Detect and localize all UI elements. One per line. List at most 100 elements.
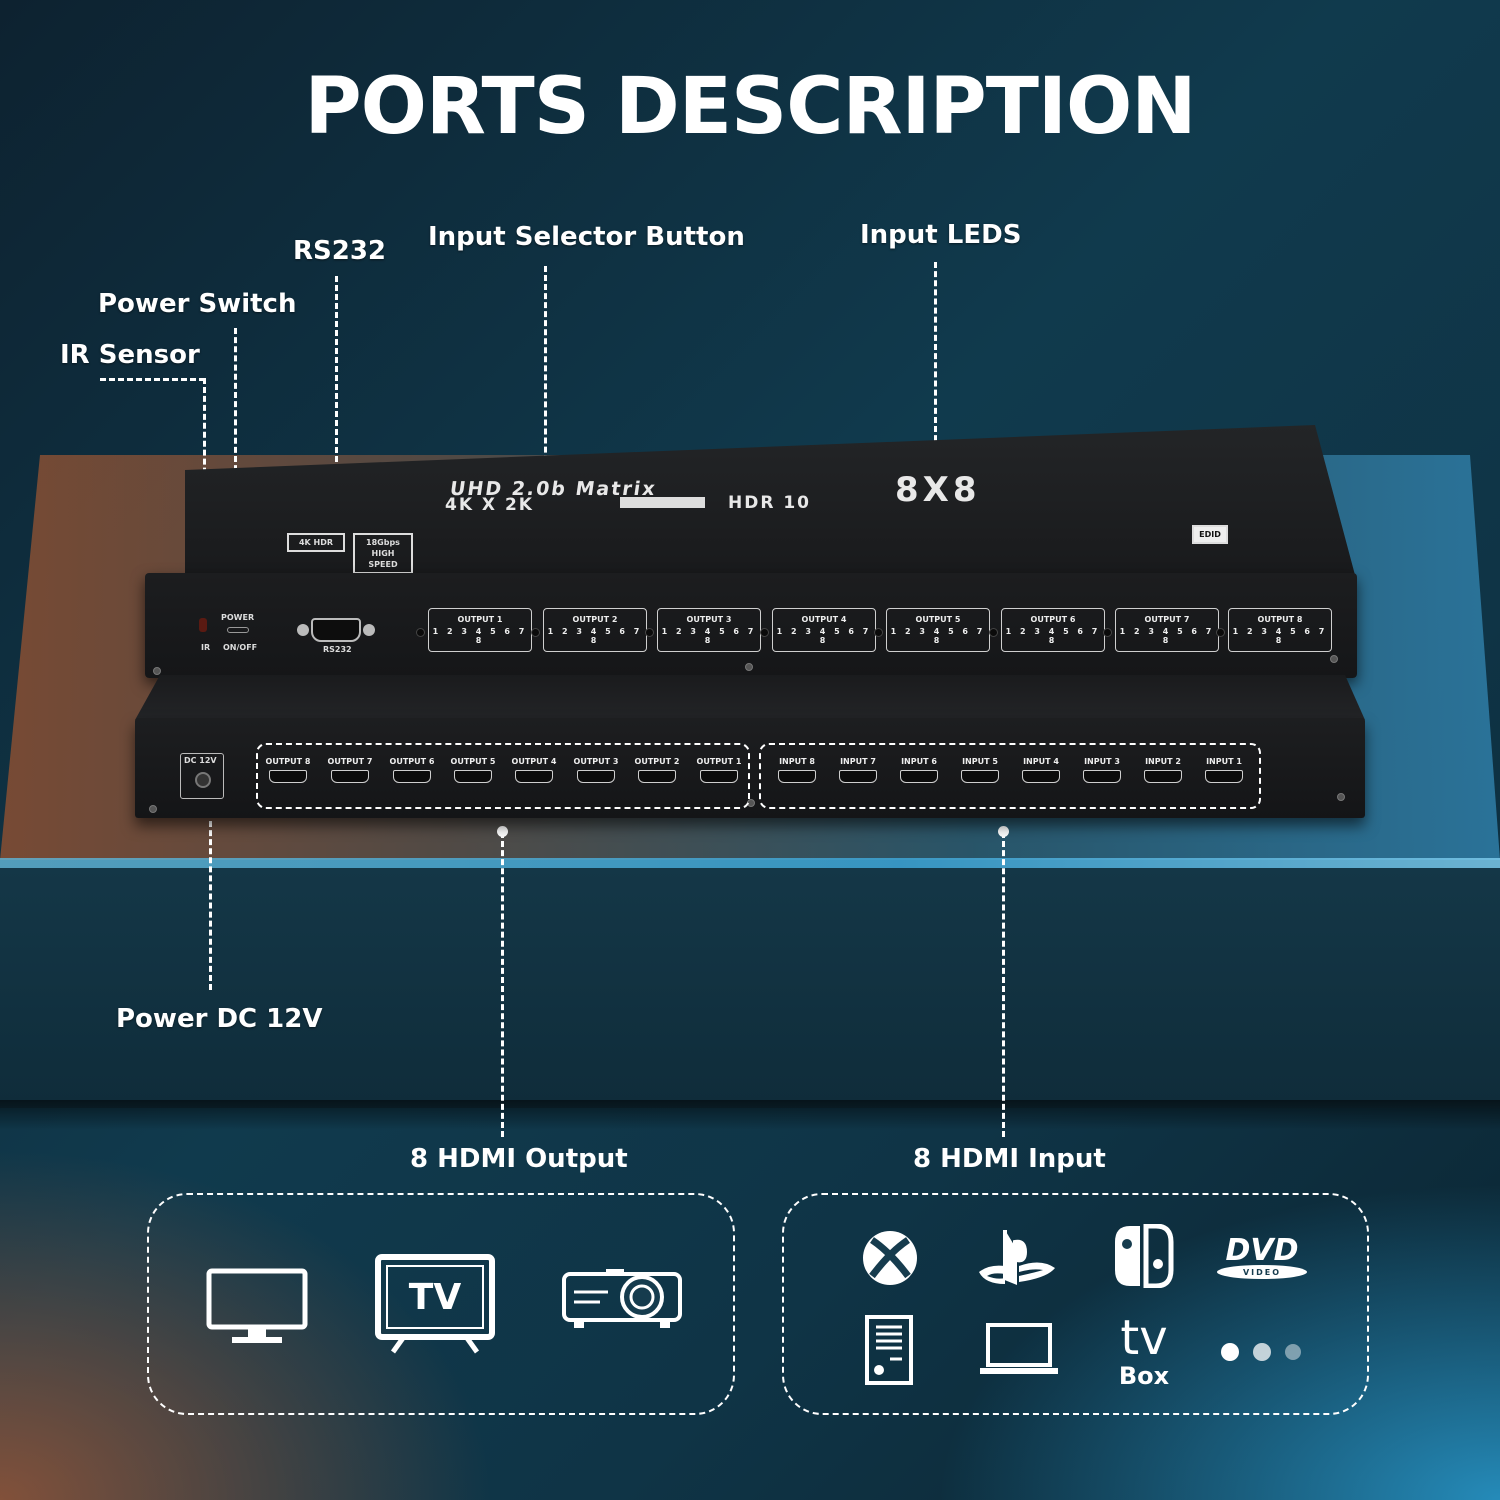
output-led-label: OUTPUT 7 <box>1144 615 1190 624</box>
hdmi-input-port[interactable]: INPUT 3 <box>1074 757 1130 783</box>
input-selector-button[interactable] <box>1103 628 1112 637</box>
hdmi-input-port[interactable]: INPUT 7 <box>830 757 886 783</box>
tv-box-top-text: tv <box>1120 1310 1167 1366</box>
hdmi-output-port[interactable]: OUTPUT 8 <box>260 757 316 783</box>
leader-output-v <box>501 832 504 1137</box>
hdmi-output-port-label: OUTPUT 1 <box>696 757 742 766</box>
page-title: PORTS DESCRIPTION <box>304 62 1196 152</box>
brand-size: 8X8 <box>895 470 981 510</box>
output-led-label: OUTPUT 5 <box>915 615 961 624</box>
leader-leds-v <box>934 262 937 587</box>
hdmi-input-port[interactable]: INPUT 1 <box>1196 757 1252 783</box>
leader-selector-v <box>544 266 547 588</box>
hdmi-output-port-label: OUTPUT 2 <box>634 757 680 766</box>
dvd-icon-text: DVD <box>1225 1233 1298 1268</box>
matrix-switch-rear: DC 12V OUTPUT 8 OUTPUT 7 OUTPUT 6 OUTPUT 5 O… <box>135 675 1365 820</box>
table-edge <box>0 858 1500 868</box>
dvd-icon: DVD VIDEO <box>1217 1233 1307 1279</box>
hdmi-input-port[interactable]: INPUT 4 <box>1013 757 1069 783</box>
hdmi-input-port[interactable]: INPUT 6 <box>891 757 947 783</box>
input-led-numbers: 1 2 3 4 5 6 7 8 <box>1005 627 1101 645</box>
onoff-label: ON/OFF <box>223 643 258 652</box>
hdmi-socket <box>1144 770 1182 783</box>
leader-power-v <box>234 328 237 590</box>
screw <box>149 805 157 813</box>
hdmi-input-port[interactable]: INPUT 2 <box>1135 757 1191 783</box>
input-led-numbers: 1 2 3 4 5 6 7 8 <box>1232 627 1328 645</box>
callout-power-switch: Power Switch <box>98 289 297 319</box>
hdmi-output-port[interactable]: OUTPUT 1 <box>691 757 747 783</box>
leader-output-dot <box>497 826 508 837</box>
ir-label: IR <box>201 643 211 652</box>
table-shadow <box>0 1100 1500 1130</box>
hdmi-output-port-label: OUTPUT 7 <box>327 757 373 766</box>
leader-ir-h <box>100 378 205 381</box>
tv-icon-text: TV <box>409 1277 462 1318</box>
hdmi-output-port-label: OUTPUT 4 <box>511 757 557 766</box>
callout-ir-sensor: IR Sensor <box>60 340 200 370</box>
brand-hdr: HDR 10 <box>728 493 812 513</box>
switch-icon <box>1115 1224 1174 1288</box>
rs232-port[interactable] <box>297 618 375 642</box>
screw <box>745 663 753 671</box>
hdmi-socket <box>515 770 553 783</box>
hdmi-output-port[interactable]: OUTPUT 5 <box>445 757 501 783</box>
hdmi-output-port[interactable]: OUTPUT 6 <box>384 757 440 783</box>
input-selector-button[interactable] <box>989 628 998 637</box>
input-devices-box <box>782 1193 1369 1415</box>
hdmi-socket <box>393 770 431 783</box>
input-selector-button[interactable] <box>645 628 654 637</box>
hdmi-socket <box>331 770 369 783</box>
input-selector-button[interactable] <box>760 628 769 637</box>
power-switch[interactable] <box>227 627 249 633</box>
callout-rs232: RS232 <box>293 236 387 266</box>
hdmi-output-port-label: OUTPUT 6 <box>389 757 435 766</box>
hdmi-input-port[interactable]: INPUT 5 <box>952 757 1008 783</box>
dc-power-port[interactable]: DC 12V <box>180 753 224 799</box>
hdmi-socket <box>839 770 877 783</box>
hdmi-output-port[interactable]: OUTPUT 7 <box>322 757 378 783</box>
hdmi-socket <box>454 770 492 783</box>
power-label: POWER <box>221 613 255 622</box>
dc-label: DC 12V <box>184 756 217 765</box>
hdmi-input-port-label: INPUT 3 <box>1084 757 1120 766</box>
hdmi-output-port[interactable]: OUTPUT 3 <box>568 757 624 783</box>
hdmi-output-port[interactable]: OUTPUT 2 <box>629 757 685 783</box>
hdmi-input-group <box>759 743 1261 809</box>
tv-box-icon: tv Box <box>1119 1310 1170 1390</box>
screw <box>1337 793 1345 801</box>
input-selector-button[interactable] <box>531 628 540 637</box>
leader-rs232-v <box>335 276 338 588</box>
hdmi-socket <box>961 770 999 783</box>
input-led-numbers: 1 2 3 4 5 6 7 8 <box>890 627 986 645</box>
hdmi-input-port-label: INPUT 8 <box>779 757 815 766</box>
input-selector-button[interactable] <box>874 628 883 637</box>
output-led-label: OUTPUT 8 <box>1257 615 1303 624</box>
rs232-label: RS232 <box>323 645 352 654</box>
callout-input-leds: Input LEDS <box>860 220 1022 250</box>
input-led-numbers: 1 2 3 4 5 6 7 8 <box>1119 627 1215 645</box>
callout-input-selector: Input Selector Button <box>428 222 745 252</box>
hdmi-output-port-label: OUTPUT 5 <box>450 757 496 766</box>
hdmi-socket <box>900 770 938 783</box>
badge-18gbps: 18Gbps HIGH SPEED <box>353 533 413 574</box>
hdmi-socket <box>1022 770 1060 783</box>
hdmi-input-port[interactable]: INPUT 8 <box>769 757 825 783</box>
monitor-icon <box>206 1268 308 1343</box>
brand-line-2: 4K X 2K <box>445 495 534 515</box>
hdmi-input-port-label: INPUT 5 <box>962 757 998 766</box>
hdmi-output-port[interactable]: OUTPUT 4 <box>506 757 562 783</box>
hdmi-input-port-label: INPUT 2 <box>1145 757 1181 766</box>
hdmi-input-port-label: INPUT 1 <box>1206 757 1242 766</box>
input-selector-button[interactable] <box>1216 628 1225 637</box>
leader-input-dot <box>998 826 1009 837</box>
callout-power-dc: Power DC 12V <box>116 1004 323 1034</box>
screw <box>1330 655 1338 663</box>
output-led-panel: OUTPUT 5 1 2 3 4 5 6 7 8 <box>886 608 990 652</box>
matrix-switch-front: UHD 2.0b Matrix 4K X 2K HDR 10 8X8 4K HD… <box>145 425 1357 680</box>
output-led-panel: OUTPUT 7 1 2 3 4 5 6 7 8 <box>1115 608 1219 652</box>
input-selector-button[interactable] <box>416 628 425 637</box>
